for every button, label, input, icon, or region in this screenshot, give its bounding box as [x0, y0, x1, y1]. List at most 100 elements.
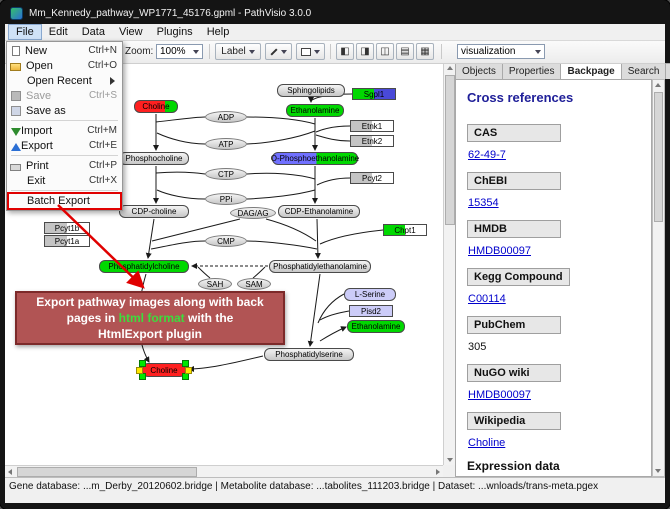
align-button-5[interactable]: ▦ [416, 43, 434, 60]
node-ppi[interactable]: PPi [205, 193, 247, 205]
node-cmp[interactable]: CMP [205, 235, 247, 247]
node-etnk1[interactable]: Etnk1 [350, 120, 394, 132]
backpage-heading: Cross references [467, 90, 574, 105]
backpage-link[interactable]: HMDB00097 [468, 245, 531, 257]
hscroll-thumb[interactable] [17, 467, 197, 477]
file-menu-item-label: Batch Export [27, 195, 90, 207]
backpage-section-header: Kegg Compound [467, 268, 570, 286]
visualization-combobox[interactable]: visualization [457, 44, 545, 59]
backpage-link[interactable]: Choline [468, 437, 506, 449]
node-sphingolipids[interactable]: Sphingolipids [277, 84, 345, 97]
file-menu-item-save-as[interactable]: Save as [8, 103, 121, 118]
node-etnk2[interactable]: Etnk2 [350, 135, 394, 147]
align-button-1[interactable]: ◧ [336, 43, 354, 60]
scroll-right-icon[interactable] [433, 467, 443, 477]
selection-handle[interactable] [185, 367, 192, 374]
selection-handle[interactable] [136, 367, 143, 374]
selection-handle[interactable] [182, 360, 189, 367]
menu-plugins[interactable]: Plugins [156, 26, 193, 38]
backpage-section-header: ChEBI [467, 172, 561, 190]
zoom-value: 100% [160, 46, 186, 57]
menu-edit[interactable]: Edit [48, 26, 68, 38]
toolbar-separator [209, 44, 210, 59]
node-choline-top[interactable]: Choline [134, 100, 178, 113]
node-ethanolamine-top[interactable]: Ethanolamine [286, 104, 344, 117]
selection-handle[interactable] [182, 373, 189, 380]
node-ethanolamine-bottom[interactable]: Ethanolamine [347, 320, 405, 333]
zoom-label: Zoom: [125, 46, 154, 57]
shape-tool-button[interactable] [296, 43, 325, 60]
scroll-up-icon[interactable] [653, 80, 663, 90]
align-button-4[interactable]: ▤ [396, 43, 414, 60]
canvas-horizontal-scrollbar[interactable] [5, 465, 443, 478]
node-chpt1[interactable]: Chpt1 [383, 224, 427, 236]
selection-handle[interactable] [139, 373, 146, 380]
node-atp[interactable]: ATP [205, 138, 247, 150]
menu-view[interactable]: View [118, 26, 143, 38]
canvas-vertical-scrollbar[interactable] [443, 63, 456, 465]
file-menu-item-label: Import [21, 124, 53, 137]
node-o-phosphoethanolamine[interactable]: O-Phosphoethanolamine [270, 152, 360, 165]
panel-scrollbar[interactable] [652, 79, 665, 477]
node-ctp[interactable]: CTP [205, 168, 247, 180]
menu-separator [11, 190, 118, 191]
scroll-left-icon[interactable] [5, 467, 15, 477]
backpage-link[interactable]: C00114 [468, 293, 506, 305]
tab-objects[interactable]: Objects [455, 63, 503, 79]
node-l-serine[interactable]: L-Serine [344, 288, 396, 301]
node-sgpl1[interactable]: Sgpl1 [352, 88, 396, 100]
file-menu-item-open-recent[interactable]: Open Recent [8, 73, 121, 88]
node-adp[interactable]: ADP [205, 111, 247, 123]
no-icon [10, 175, 22, 187]
node-dag-ag[interactable]: DAG/AG [230, 207, 276, 219]
node-pisd2[interactable]: Pisd2 [349, 305, 393, 317]
pathvisio-app-icon [10, 7, 23, 20]
tab-backpage[interactable]: Backpage [560, 63, 622, 79]
menu-file[interactable]: File [8, 24, 42, 40]
node-phosphatidylserine[interactable]: Phosphatidylserine [264, 348, 354, 361]
visualization-value: visualization [461, 46, 516, 57]
panel-scroll-thumb[interactable] [654, 92, 663, 222]
menu-data[interactable]: Data [81, 26, 105, 38]
selection-handle[interactable] [139, 360, 146, 367]
align-button-2[interactable]: ◨ [356, 43, 374, 60]
file-menu-item-batch-export[interactable]: Batch Export [7, 192, 122, 210]
node-pcyt2[interactable]: Pcyt2 [350, 172, 394, 184]
toolbar-separator [441, 44, 442, 59]
align-button-3[interactable]: ◫ [376, 43, 394, 60]
tab-properties[interactable]: Properties [501, 63, 562, 79]
backpage-link[interactable]: 15354 [468, 197, 499, 209]
node-pcyt1a[interactable]: Pcyt1a [44, 235, 90, 247]
node-cdp-ethanolamine[interactable]: CDP-Ethanolamine [278, 205, 360, 218]
node-phosphatidylethanolamine[interactable]: Phosphatidylethanolamine [269, 260, 371, 273]
node-phosphocholine[interactable]: Phosphocholine [119, 152, 189, 165]
node-choline-bottom[interactable]: Choline [136, 360, 192, 380]
node-sah[interactable]: SAH [198, 278, 232, 290]
export-arrow-icon [11, 142, 21, 151]
scroll-up-icon[interactable] [445, 63, 455, 73]
node-cdp-choline[interactable]: CDP-choline [119, 205, 189, 218]
menu-help[interactable]: Help [206, 26, 230, 38]
node-sam[interactable]: SAM [237, 278, 271, 290]
label-tool-button[interactable]: Label [215, 43, 261, 60]
tab-legend[interactable]: Legend [665, 63, 670, 79]
backpage-link[interactable]: 62-49-7 [468, 149, 506, 161]
line-tool-button[interactable] [265, 43, 292, 60]
scroll-down-icon[interactable] [653, 466, 663, 476]
zoom-combobox[interactable]: 100% [156, 44, 203, 59]
backpage-section-header: Wikipedia [467, 412, 561, 430]
node-phosphatidylcholine[interactable]: Phosphatidylcholine [99, 260, 189, 273]
backpage-link[interactable]: HMDB00097 [468, 389, 531, 401]
tab-search[interactable]: Search [620, 63, 667, 79]
scroll-down-icon[interactable] [445, 455, 455, 465]
node-pcyt1b[interactable]: Pcyt1b [44, 222, 90, 234]
vscroll-thumb[interactable] [445, 75, 455, 225]
